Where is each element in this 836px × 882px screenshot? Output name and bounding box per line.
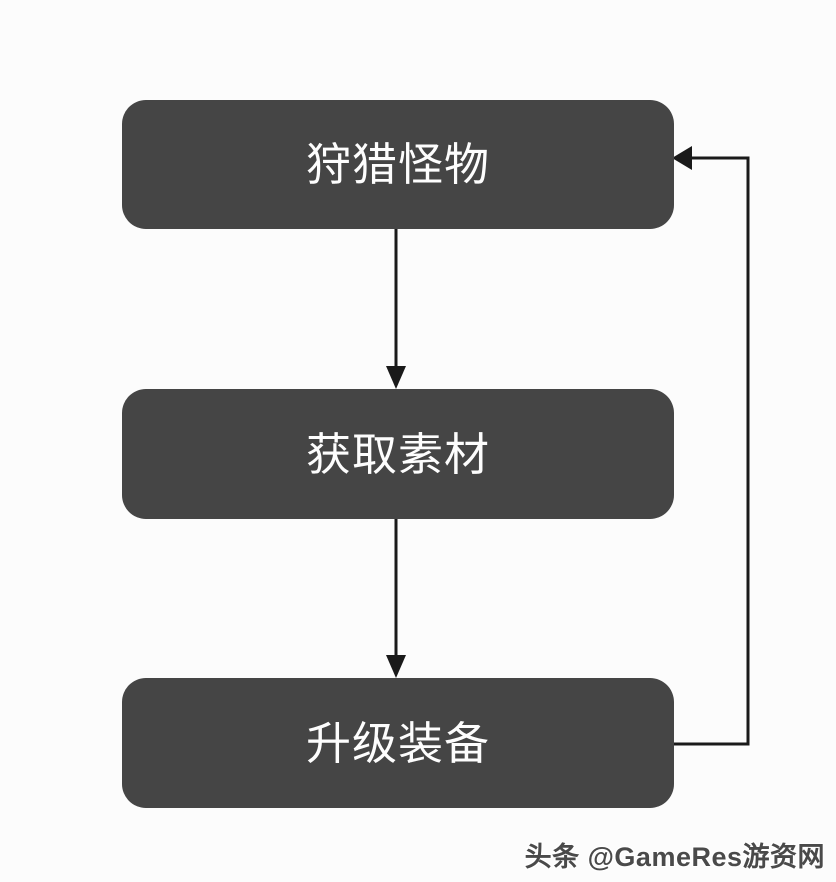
edge-gather-to-upgrade	[386, 519, 406, 678]
edge-upgrade-to-hunt	[672, 146, 750, 746]
arrowhead-down-icon	[386, 655, 406, 678]
flow-node-hunt[interactable]: 狩猎怪物	[122, 100, 674, 229]
watermark-text: 头条 @GameRes游资网	[524, 841, 825, 872]
flow-node-hunt-label: 狩猎怪物	[305, 139, 490, 190]
arrowhead-left-icon	[672, 146, 692, 170]
flow-node-upgrade-label: 升级装备	[305, 717, 490, 769]
flow-node-gather[interactable]: 获取素材	[122, 389, 674, 519]
flow-node-gather-label: 获取素材	[305, 428, 490, 480]
flow-node-upgrade[interactable]: 升级装备	[122, 678, 674, 808]
watermark: 头条 @GameRes游资网	[525, 836, 825, 872]
arrowhead-down-icon	[386, 366, 406, 389]
edge-hunt-to-gather	[386, 229, 406, 389]
